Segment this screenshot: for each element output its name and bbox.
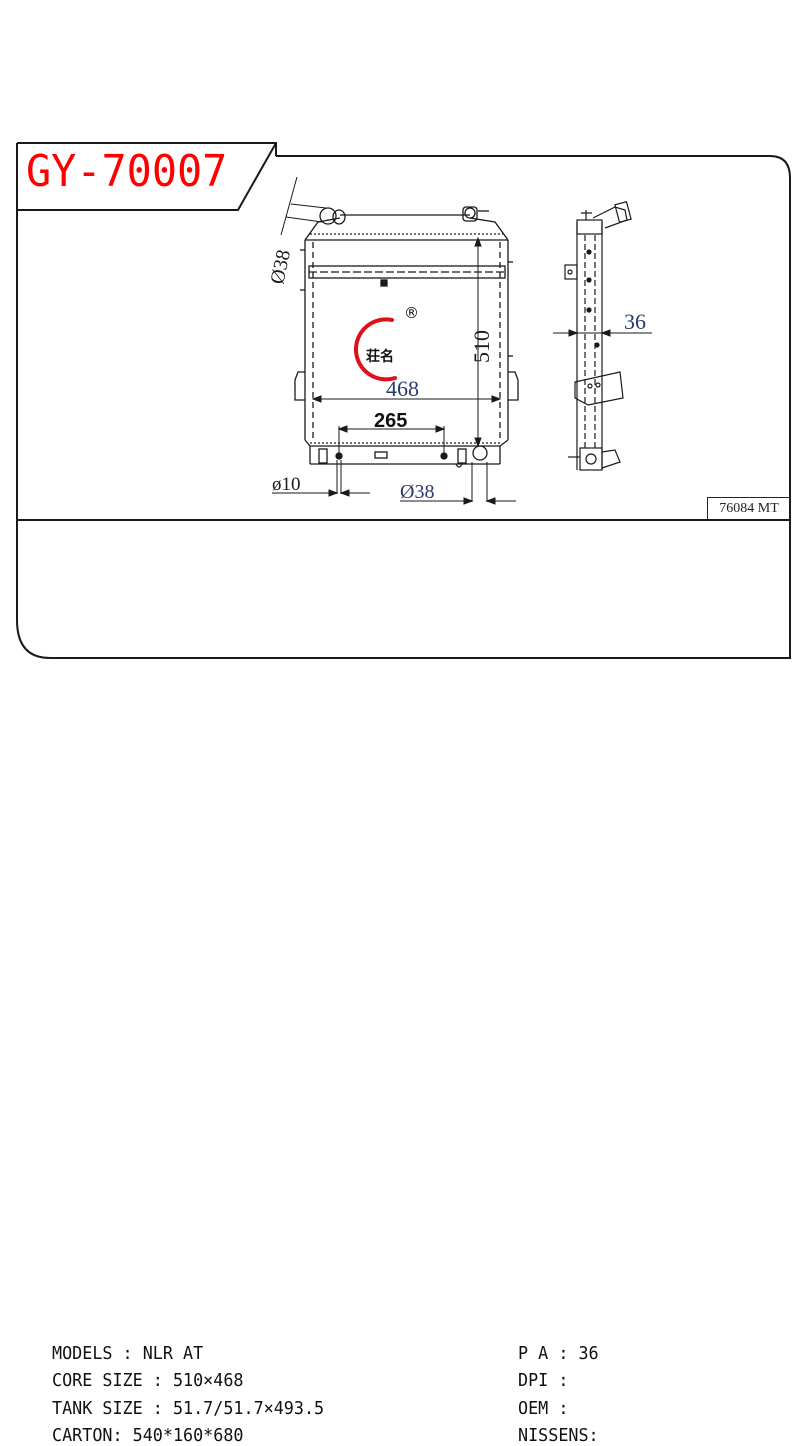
spec-models: MODELS : NLR AT xyxy=(52,1343,204,1364)
mount-hole-diameter-label: ø10 xyxy=(272,474,301,495)
core-thickness-label: 36 xyxy=(624,309,646,334)
mount-spacing-label: 265 xyxy=(374,410,407,432)
registered-mark-icon: ® xyxy=(404,304,419,322)
core-height-label: 510 xyxy=(469,330,494,363)
logo-text: 荘名 xyxy=(366,348,394,365)
spec-tank-size: TANK SIZE : 51.7/51.7×493.5 xyxy=(52,1398,325,1419)
part-number-title: GY-70007 xyxy=(26,146,228,197)
reference-code-box: 76084 MT xyxy=(707,497,790,520)
side-view-dimensions xyxy=(553,329,652,337)
spec-carton: CARTON: 540*160*680 xyxy=(52,1425,244,1446)
spec-pa: P A : 36 xyxy=(518,1343,599,1364)
title-box-slant xyxy=(17,142,277,211)
spec-dpi: DPI : xyxy=(518,1370,569,1391)
spec-core-size: CORE SIZE : 510×468 xyxy=(52,1370,244,1391)
outlet-diameter-label: Ø38 xyxy=(400,481,434,503)
side-view-radiator xyxy=(564,201,632,471)
inlet-diameter-label: Ø38 xyxy=(266,248,295,286)
logo-crescent-icon xyxy=(354,317,397,382)
drawing-sheet: Ø38 510 468 265 ø10 Ø38 荘名 ® xyxy=(16,142,791,1446)
front-view-dimensions xyxy=(272,176,516,505)
drawing-frame: Ø38 510 468 265 ø10 Ø38 荘名 ® xyxy=(16,142,791,659)
main-frame-border xyxy=(16,143,791,659)
spec-oem: OEM : xyxy=(518,1398,569,1419)
front-view-radiator xyxy=(294,206,519,468)
spec-nissens: NISSENS: xyxy=(518,1425,599,1446)
brand-logo: 荘名 ® xyxy=(354,304,419,382)
